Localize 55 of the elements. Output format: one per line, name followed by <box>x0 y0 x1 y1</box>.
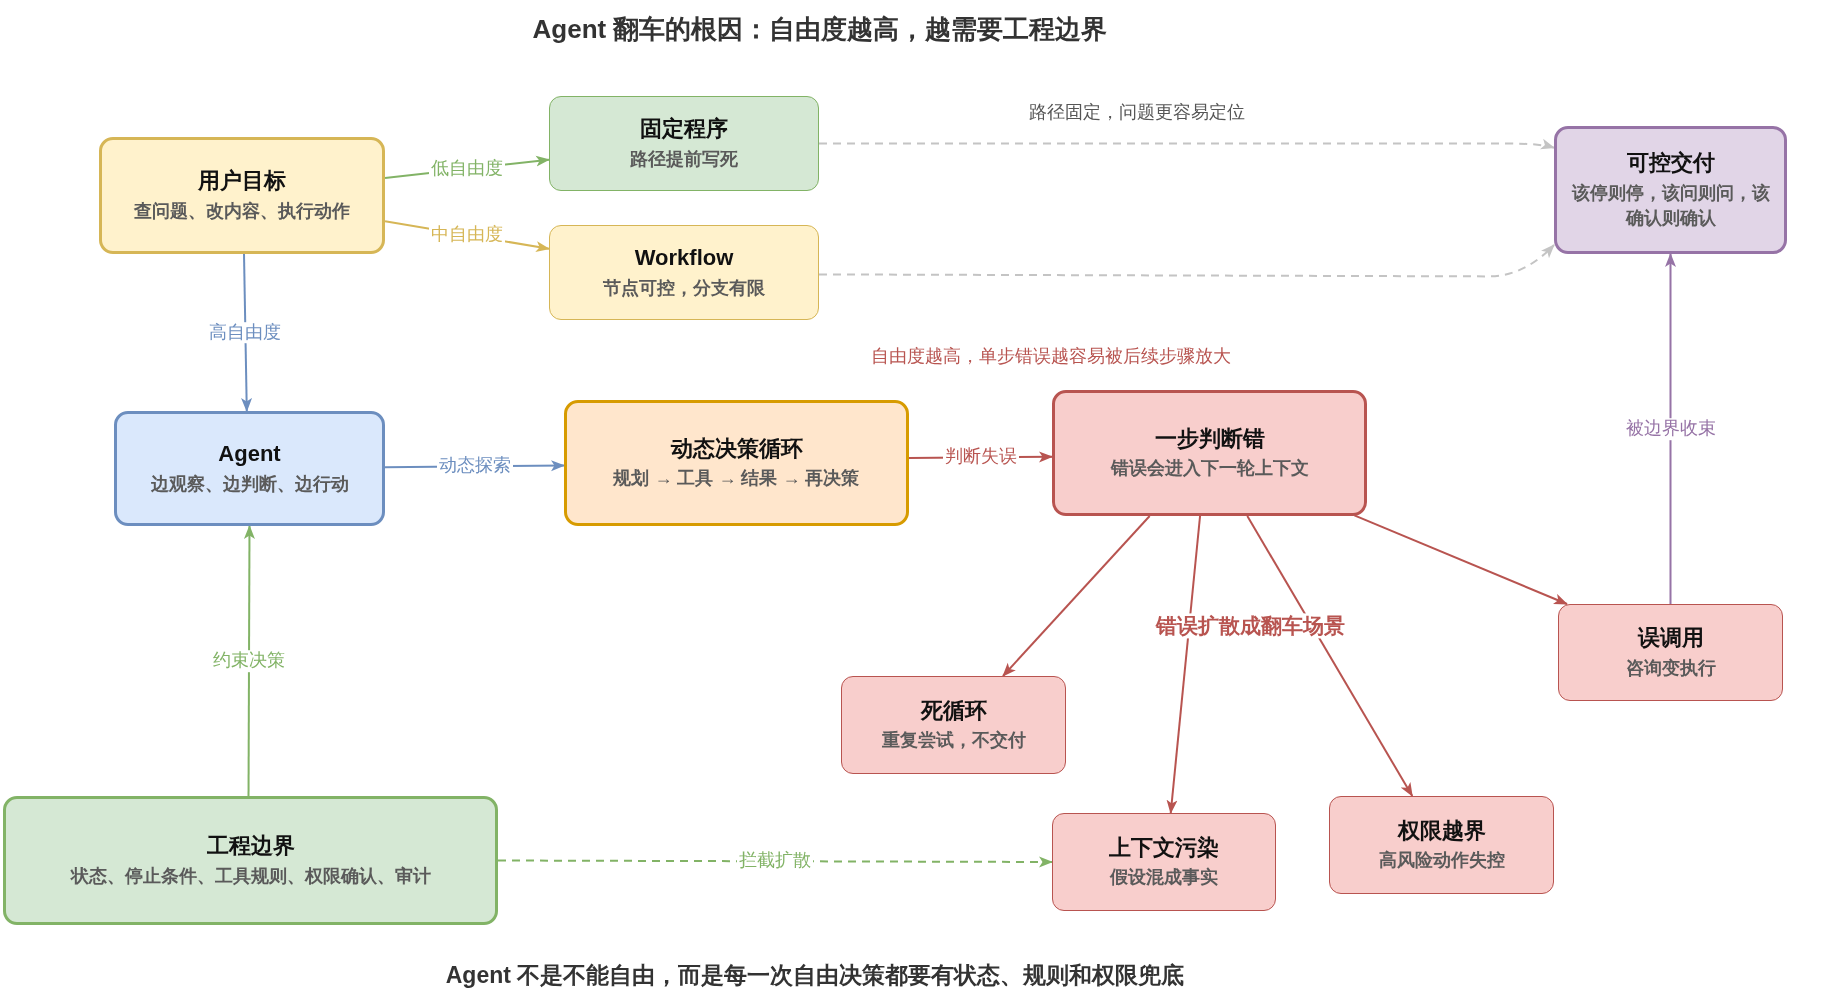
edge-label: 低自由度 <box>429 158 505 180</box>
arrow <box>1246 515 1414 797</box>
node-title: Agent <box>218 440 281 468</box>
node-text: 错误会进入下一轮上下文 <box>1110 457 1309 481</box>
node-text: 查问题、改内容、执行动作 <box>134 199 350 223</box>
edge-label: 被边界收束 <box>1623 418 1718 440</box>
process-box <box>3 796 498 925</box>
arrow <box>1002 515 1151 677</box>
title: Agent 翻车的根因：自由度越高，越需要工程边界 <box>532 14 1108 46</box>
node-title: 误调用 <box>1637 624 1704 652</box>
node-text: 高风险动作失控 <box>1378 849 1505 873</box>
arrow <box>1665 253 1676 605</box>
annotation-text: 错误扩散成翻车场景 <box>1153 613 1347 639</box>
node-text: 路径提前写死 <box>630 147 738 171</box>
edge-label: 高自由度 <box>207 321 284 344</box>
process-box <box>841 676 1066 774</box>
node-title: 可控交付 <box>1626 149 1715 177</box>
node-text: 重复尝试，不交付 <box>881 729 1026 753</box>
node-text: 该停则停，该问则问，该确认则确认 <box>1570 181 1771 230</box>
node-text: 边观察、边判断、边行动 <box>150 472 349 496</box>
process-box <box>1052 813 1276 911</box>
annotation-text: 自由度越高，单步错误越容易被后续步骤放大 <box>871 346 1231 368</box>
node-text: 假设混成事实 <box>1110 866 1218 890</box>
node-title: 动态决策循环 <box>670 434 803 463</box>
annotation-text: 路径固定，问题更容易定位 <box>1029 102 1245 124</box>
node-title: 工程边界 <box>206 832 295 860</box>
node-title: Workflow <box>634 244 734 272</box>
process-box <box>1052 390 1367 516</box>
arrow <box>1166 515 1202 814</box>
process-box <box>1554 126 1787 254</box>
node-text: 状态、停止条件、工具规则、权限确认、审计 <box>70 864 431 888</box>
node-text: 咨询变执行 <box>1625 656 1716 680</box>
node-title: 用户目标 <box>198 167 286 195</box>
node-title: 上下文污染 <box>1109 833 1219 862</box>
arrow <box>243 525 255 797</box>
process-box <box>564 400 909 526</box>
node-title: 一步判断错 <box>1154 424 1265 453</box>
node-title: 权限越界 <box>1397 816 1486 845</box>
dashed-arrow <box>497 856 1053 868</box>
process-box <box>114 411 385 526</box>
edge-label: 约束决策 <box>211 650 287 672</box>
node-text: 节点可控，分支有限 <box>603 276 765 300</box>
process-box <box>1558 604 1783 701</box>
process-box <box>99 137 385 254</box>
edge-label: 中自由度 <box>429 224 505 246</box>
node-text: 规划 → 工具 → 结果 → 再决策 <box>613 467 860 491</box>
node-title: 死循环 <box>920 696 987 725</box>
process-box <box>549 225 819 320</box>
dashed-arrow <box>818 139 1555 150</box>
node-title: 固定程序 <box>640 115 728 143</box>
dashed-arrow <box>818 244 1555 278</box>
process-box <box>1329 796 1554 894</box>
arrow <box>1353 514 1568 605</box>
caption: Agent 不是不能自由，而是每一次自由决策都要有状态、规则和权限兜底 <box>445 962 1185 990</box>
process-box <box>549 96 819 191</box>
